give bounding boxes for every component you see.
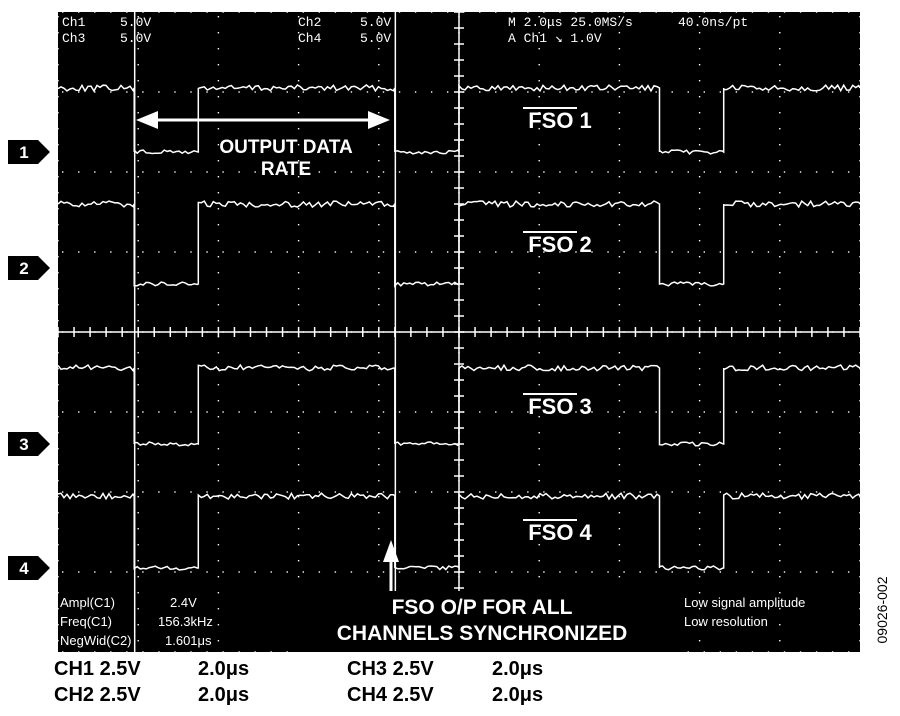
traces [57,83,861,571]
trace-4 [57,491,861,571]
channel-markers: 1 2 3 4 [8,140,50,580]
channel-marker-2: 2 [8,256,50,280]
output-rate-label-2: RATE [261,159,311,180]
meas-ampl-value: 2.4V [170,595,197,610]
fso-label-1: FSO 1 [523,107,592,133]
fso-labels: FSO 1 FSO 2 FSO 3 FSO 4 [523,107,593,545]
channel-marker-label: 2 [19,259,28,278]
footer-ch1-time: 2.0μs [198,658,250,680]
output-rate-label-1: OUTPUT DATA [219,137,353,158]
header-trigger: A Ch1 ↘ 1.0V [508,31,602,46]
header-ch3-scale: 5.0V [120,31,151,46]
channel-marker-shape [8,140,50,164]
trace-3 [57,363,861,447]
header-ch4: Ch4 [298,31,322,46]
fso-label-text: FSO 2 [528,232,592,257]
sync-label-2: CHANNELS SYNCHRONIZED [337,622,628,645]
trace-1 [57,83,861,155]
figure-id: 09026-002 [872,560,892,660]
meas-negwid-value: 1.601μs [165,633,212,648]
output-rate-arrow [136,111,390,129]
trace-2 [57,199,861,288]
channel-marker-shape [8,432,50,456]
channel-marker-shape [8,256,50,280]
meas-warning-1: Low signal amplitude [684,595,805,610]
sync-arrow [383,540,399,592]
channel-marker-1: 1 [8,140,50,164]
fso-label-2: FSO 2 [523,231,592,257]
channel-marker-3: 3 [8,432,50,456]
fso-label-3: FSO 3 [523,393,592,419]
fso-label-4: FSO 4 [523,519,593,545]
header-ch2: Ch2 [298,15,321,30]
header-ch3: Ch3 [62,31,85,46]
meas-freq-value: 156.3kHz [158,614,213,629]
footer-ch2-time: 2.0μs [198,684,250,706]
meas-freq-label: Freq(C1) [60,614,112,629]
sync-label-background [290,591,675,652]
fso-label-text: FSO 3 [528,394,592,419]
header-timebase: M 2.0μs 25.0MS/s [508,15,633,30]
fso-label-text: FSO 1 [528,108,592,133]
header-ch1-scale: 5.0V [120,15,151,30]
header-record: 40.0ns/pt [678,15,748,30]
channel-marker-4: 4 [8,556,50,580]
footer-ch2: CH2 2.5V [54,684,141,706]
footer-ch3: CH3 2.5V [347,658,434,680]
oscilloscope-screen: 1 2 3 4 Ch1 5.0V Ch3 5.0V Ch2 5.0V Ch4 5.0V… [8,12,861,652]
sync-label-1: FSO O/P FOR ALL [392,596,573,619]
channel-marker-label: 3 [19,435,28,454]
footer-ch1: CH1 2.5V [54,658,141,680]
fso-label-text: FSO 4 [528,520,592,545]
channel-marker-label: 4 [19,559,29,578]
header-ch4-scale: 5.0V [360,31,391,46]
figure-id-text: 09026-002 [874,576,890,644]
header-ch2-scale: 5.0V [360,15,391,30]
meas-ampl-label: Ampl(C1) [60,595,115,610]
footer-ch4: CH4 2.5V [347,684,434,706]
meas-negwid-label: NegWid(C2) [60,633,132,648]
header-ch1: Ch1 [62,15,86,30]
channel-marker-label: 1 [19,143,28,162]
footer-ch4-time: 2.0μs [492,684,544,706]
channel-marker-shape [8,556,50,580]
meas-warning-2: Low resolution [684,614,768,629]
footer-ch3-time: 2.0μs [492,658,544,680]
